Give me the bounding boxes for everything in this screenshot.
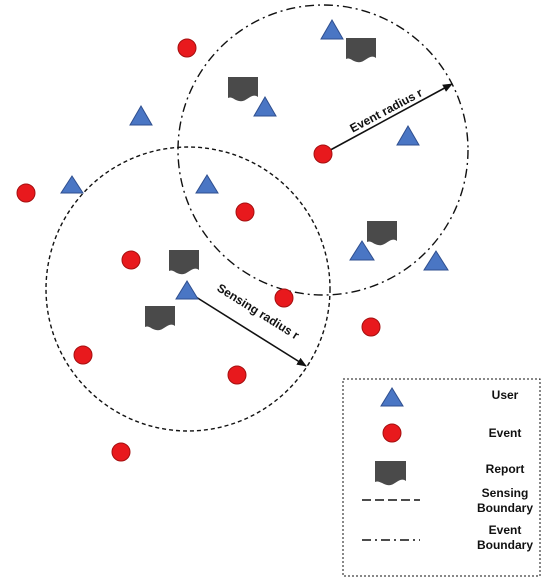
events [16,38,381,462]
legend-label-event-boundary-1: Event [489,523,522,537]
legend-label-event-boundary-2: Boundary [477,538,533,552]
report-icon [145,306,175,331]
event-icon [121,250,141,270]
user-icon [396,125,420,146]
legend-label-sensing-boundary-1: Sensing [482,486,529,500]
event-boundary-circle [177,4,469,296]
legend-report-icon [375,461,406,486]
report-icon [367,221,397,246]
legend-label-event: Event [489,426,522,440]
user-icon [253,96,277,117]
event-icon [361,317,381,337]
legend-label-report: Report [486,462,525,476]
event-icon [16,183,36,203]
reports [145,38,397,331]
legend-event-icon [382,423,402,443]
user-icon [195,174,219,194]
event-icon [235,202,255,222]
report-icon [346,38,376,63]
event-radius-label: Event radius r [348,85,426,135]
user-icon [175,280,199,300]
users [60,19,449,300]
user-icon [423,250,449,271]
user-icon [129,105,153,126]
sensing-boundary-circle [45,146,331,432]
event-icon [73,345,93,365]
user-icon [349,240,375,261]
event-icon [313,144,333,164]
report-icon [228,77,258,102]
event-icon [177,38,197,58]
event-icon [274,288,294,308]
report-icon [169,250,199,275]
user-icon [320,19,344,40]
event-icon [111,442,131,462]
event-radius-arrow [322,83,453,155]
sensing-radius-arrow [187,291,307,367]
legend-label-user: User [492,388,519,402]
user-icon [60,175,84,194]
legend: User Event Report Sensing Boundary Event… [342,378,541,577]
legend-label-sensing-boundary-2: Boundary [477,501,533,515]
event-icon [227,365,247,385]
legend-user-icon [380,387,404,407]
